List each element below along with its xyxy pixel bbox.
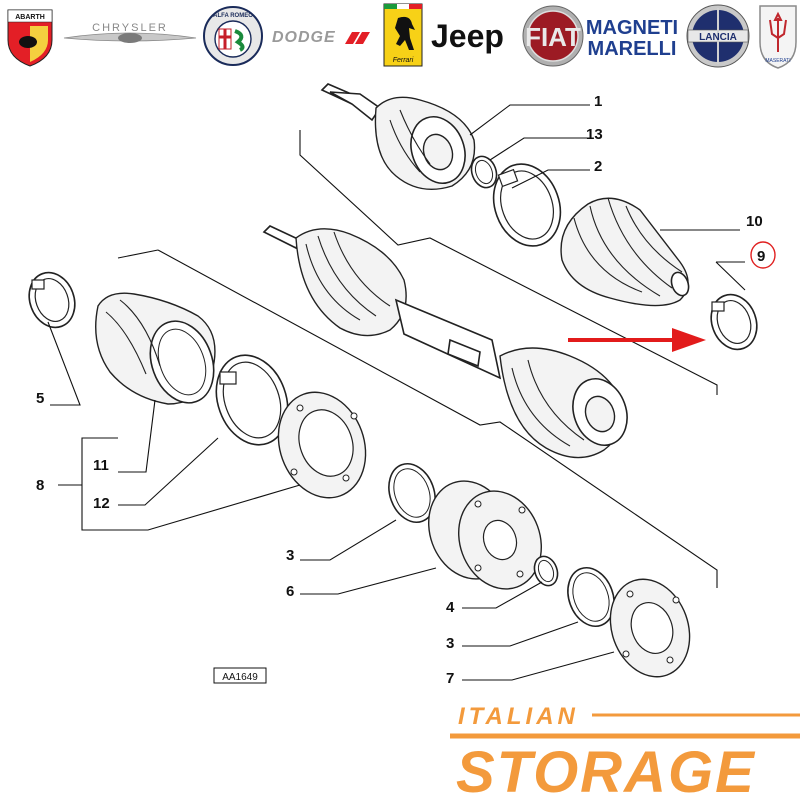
magneti-marelli-logo-line1: MAGNETI — [586, 17, 678, 39]
maserati-logo-text: MASERATI — [765, 58, 790, 64]
callout-8: 8 — [36, 477, 44, 494]
callout-7: 7 — [446, 670, 454, 687]
italian-storage-logo: ITALIAN STORAGE — [450, 703, 800, 800]
chrysler-logo-text: CHRYSLER — [92, 22, 168, 34]
abarth-logo-text: ABARTH — [15, 14, 45, 21]
alfa-romeo-logo-text: ALFA ROMEO — [213, 13, 253, 19]
brand-line-storage: STORAGE — [456, 740, 756, 800]
part-1-outer-cv-joint — [320, 83, 476, 190]
part-7-housing-cover-plate — [609, 578, 691, 678]
callout-4: 4 — [446, 599, 455, 616]
callout-11: 11 — [93, 457, 109, 474]
part-8-tripod-housing-cover — [277, 391, 367, 499]
prancing-horse-icon: Ferrari — [383, 3, 423, 67]
part-13-circlip — [470, 155, 498, 189]
reference-code: AA1649 — [222, 672, 258, 683]
abarth-scorpion-shield-icon: ABARTH — [7, 9, 53, 67]
callout-3-upper: 3 — [286, 547, 294, 564]
fiat-logo-text: FIAT — [525, 22, 581, 52]
brand-logos-bar: ABARTH CHRYSLER ALFA ROMEO DODGE — [7, 3, 797, 69]
magneti-marelli-logo-line2: MARELLI — [588, 38, 677, 60]
callout-6: 6 — [286, 583, 294, 600]
fiat-badge-icon: FIAT — [522, 5, 584, 67]
dodge-logo-text: DODGE — [272, 29, 336, 46]
part-3-o-ring-upper — [388, 463, 436, 523]
callout-9: 9 — [757, 248, 765, 265]
callout-5: 5 — [36, 390, 44, 407]
callout-labels: 1 13 2 10 9 5 11 8 12 3 6 4 3 7 — [36, 93, 776, 687]
callout-10: 10 — [746, 213, 763, 230]
part-12-boot-clamp-large — [215, 354, 289, 446]
part-9-small-boot-clamp — [710, 293, 758, 351]
jeep-wordmark-icon: Jeep — [431, 18, 504, 54]
reference-code-box: AA1649 — [213, 667, 267, 684]
callout-3-lower: 3 — [446, 635, 454, 652]
part-5-boot-clamp — [28, 271, 76, 329]
brand-line-italian: ITALIAN — [458, 703, 579, 730]
lancia-logo-text: LANCIA — [699, 32, 737, 43]
callout-9-highlight-ring — [750, 241, 776, 269]
callout-1: 1 — [594, 93, 602, 110]
ferrari-logo-text: Ferrari — [393, 57, 414, 64]
jeep-logo-text: Jeep — [431, 18, 504, 54]
part-10-outer-boot — [560, 197, 690, 307]
part-2-boot-clamp-large — [492, 163, 562, 247]
callout-leader-lines — [47, 104, 746, 681]
highlight-pointer-arrow — [568, 328, 706, 352]
part-11-inner-boot — [95, 292, 216, 405]
exploded-driveshaft-diagram: 1 13 2 10 9 5 11 8 12 3 6 4 3 7 AA1649 — [28, 83, 776, 687]
assembly-bracket-lines — [117, 130, 718, 588]
alfa-romeo-badge-icon: ALFA ROMEO — [203, 6, 263, 66]
drive-shaft-assembly — [262, 225, 628, 459]
part-4-circlip — [533, 555, 559, 587]
part-3-o-ring-lower — [567, 567, 615, 627]
lancia-shield-icon: LANCIA — [686, 4, 750, 68]
part-6-tripod-joint — [428, 480, 542, 590]
callout-13: 13 — [586, 126, 603, 143]
chrysler-wings-icon: CHRYSLER — [63, 22, 197, 43]
dodge-stripes-icon: DODGE — [272, 29, 370, 46]
callout-2: 2 — [594, 158, 602, 175]
magneti-marelli-wordmark-icon: MAGNETI MARELLI — [586, 17, 678, 60]
maserati-trident-icon: MASERATI — [759, 5, 797, 69]
callout-12: 12 — [93, 495, 110, 512]
